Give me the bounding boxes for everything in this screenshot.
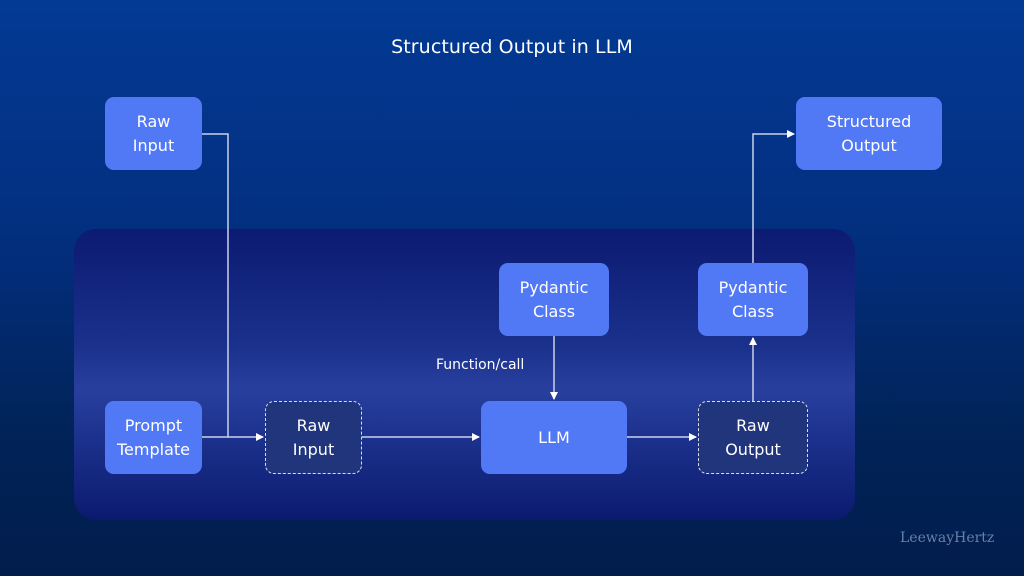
raw-input-label: Raw Input [132,111,175,155]
prompt-template-label: Prompt Template [116,415,190,459]
llm-node: LLM [481,401,627,474]
edge-raw-input-to-raw-input [202,133,264,441]
diagram-title: Structured Output in LLM [391,36,633,58]
prompt-template-node: Prompt Template [105,401,202,474]
function-call-label: Function/call [436,357,525,373]
raw-input-node: Raw Input [105,97,202,170]
pydantic-class-label: Pydantic Class [718,277,788,321]
llm-label: LLM [538,427,570,447]
raw-output-label: Raw Output [725,415,781,459]
raw-output-node: Raw Output [698,401,808,474]
edge-pydantic-to-structured-output [752,130,795,263]
raw-input-dashed-node: Raw Input [265,401,362,474]
structured-output-label: Structured Output [826,111,912,155]
pydantic-class-output-node: Pydantic Class [698,263,808,336]
raw-input-dashed-label: Raw Input [292,415,335,459]
structured-output-node: Structured Output [796,97,942,170]
pydantic-class-input-node: Pydantic Class [499,263,609,336]
pydantic-class-label: Pydantic Class [519,277,589,321]
brand-watermark: LeewayHertz [900,530,995,546]
